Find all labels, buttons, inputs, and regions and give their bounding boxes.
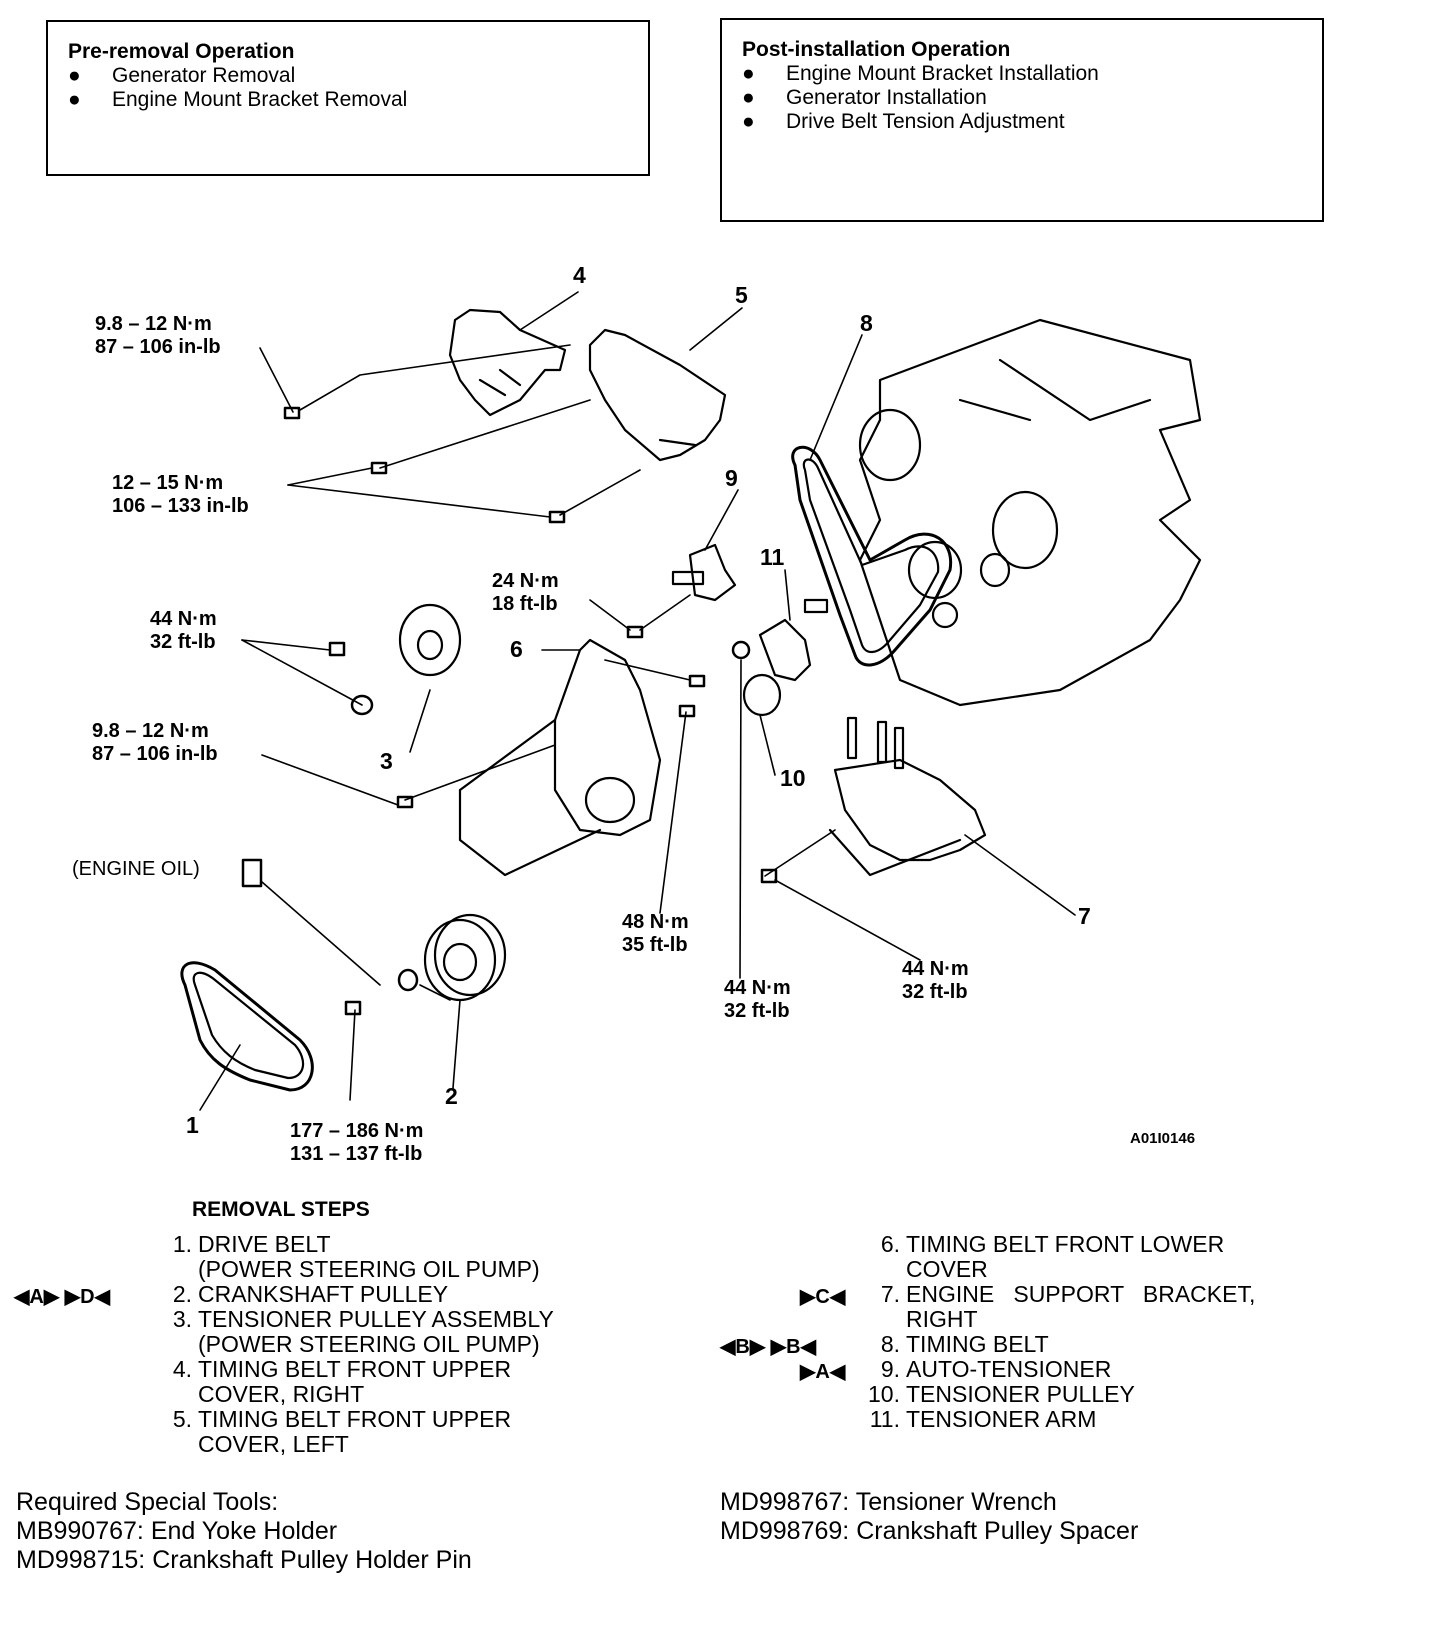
tensioner-arm [758, 598, 829, 682]
bullet-icon: ● [742, 86, 755, 109]
leader-lines [199, 291, 1076, 1111]
tensioner-pulley-assembly [398, 603, 462, 677]
list-item: MD998715: Crankshaft Pulley Holder Pin [16, 1546, 472, 1574]
engine-support-bracket [828, 716, 987, 877]
list-item: 10.TENSIONER PULLEY [868, 1381, 1135, 1407]
list-item: 7.ENGINE SUPPORT BRACKET, [880, 1281, 1256, 1307]
pre-removal-title: Pre-removal Operation [68, 40, 295, 63]
list-item: MD998769: Crankshaft Pulley Spacer [720, 1517, 1139, 1545]
list-item: MB990767: End Yoke Holder [16, 1517, 338, 1545]
bullet-icon: ● [742, 62, 755, 85]
service-mark-timing-belt: ◀B▶ ▶B◀ [720, 1336, 816, 1358]
list-item: 9.AUTO-TENSIONER [880, 1356, 1112, 1382]
callout-7: 7 [1078, 903, 1091, 929]
list-item: ●Generator Installation [742, 86, 987, 109]
figure-code: A01I0146 [1130, 1130, 1196, 1147]
service-mark-crankshaft-pulley: ◀A▶ ▶D◀ [14, 1286, 110, 1308]
list-item: MD998767: Tensioner Wrench [720, 1488, 1057, 1516]
special-tools-title: Required Special Tools: [16, 1488, 279, 1516]
removal-steps-title: REMOVAL STEPS [192, 1198, 370, 1221]
removal-steps-left: 1.DRIVE BELT (POWER STEERING OIL PUMP) 2… [160, 1232, 660, 1457]
callout-8: 8 [860, 310, 873, 336]
callout-1: 1 [186, 1112, 199, 1138]
list-item: ●Engine Mount Bracket Removal [68, 88, 408, 111]
bullet-icon: ● [68, 88, 81, 111]
drive-belt [180, 961, 314, 1092]
callout-5: 5 [735, 282, 748, 308]
tensioner-pulley [742, 673, 782, 717]
timing-belt-front-upper-cover-right [448, 308, 567, 417]
list-item: 6.TIMING BELT FRONT LOWER [880, 1231, 1225, 1257]
list-item: 8.TIMING BELT [880, 1331, 1049, 1357]
callout-3: 3 [380, 748, 393, 774]
list-item: 1.DRIVE BELT [172, 1231, 331, 1257]
callout-10: 10 [780, 765, 806, 791]
callout-6: 6 [510, 636, 523, 662]
engine-block [858, 318, 1202, 707]
list-item: 2.CRANKSHAFT PULLEY [172, 1281, 449, 1307]
special-tools-right: MD998767: Tensioner Wrench MD998769: Cra… [720, 1488, 1138, 1546]
service-mark-engine-support-bracket: ▶C◀ [800, 1286, 846, 1308]
special-tools-left: Required Special Tools: MB990767: End Yo… [16, 1488, 472, 1575]
list-item: 3.TENSIONER PULLEY ASSEMBLY [172, 1306, 554, 1332]
callout-11: 11 [760, 544, 785, 570]
post-installation-box: Post-installation Operation ●Engine Moun… [720, 18, 1324, 222]
bolts [241, 406, 778, 1016]
post-installation-title: Post-installation Operation [742, 38, 1011, 61]
list-item: 11.TENSIONER ARM [869, 1406, 1097, 1432]
bullet-icon: ● [68, 64, 81, 87]
list-item: ●Engine Mount Bracket Installation [742, 62, 1099, 85]
service-mark-auto-tensioner: ▶A◀ [800, 1361, 846, 1383]
list-item: 5.TIMING BELT FRONT UPPER [172, 1406, 512, 1432]
timing-belt [791, 445, 953, 667]
auto-tensioner [671, 543, 737, 602]
list-item: ●Generator Removal [68, 64, 296, 87]
list-item: ●Drive Belt Tension Adjustment [742, 110, 1065, 133]
timing-belt-front-lower-cover [458, 638, 662, 877]
callout-2: 2 [445, 1083, 458, 1109]
bullet-icon: ● [742, 110, 755, 133]
callout-4: 4 [573, 262, 586, 288]
callout-9: 9 [725, 465, 738, 491]
list-item: 4.TIMING BELT FRONT UPPER [172, 1356, 512, 1382]
crankshaft-pulley [423, 913, 507, 1002]
removal-steps-right: 6.TIMING BELT FRONT LOWER COVER 7.ENGINE… [868, 1232, 1368, 1432]
timing-belt-front-upper-cover-left [588, 328, 727, 462]
pre-removal-box: Pre-removal Operation ●Generator Removal… [46, 20, 650, 176]
engine-oil-label: (ENGINE OIL) [72, 858, 200, 880]
